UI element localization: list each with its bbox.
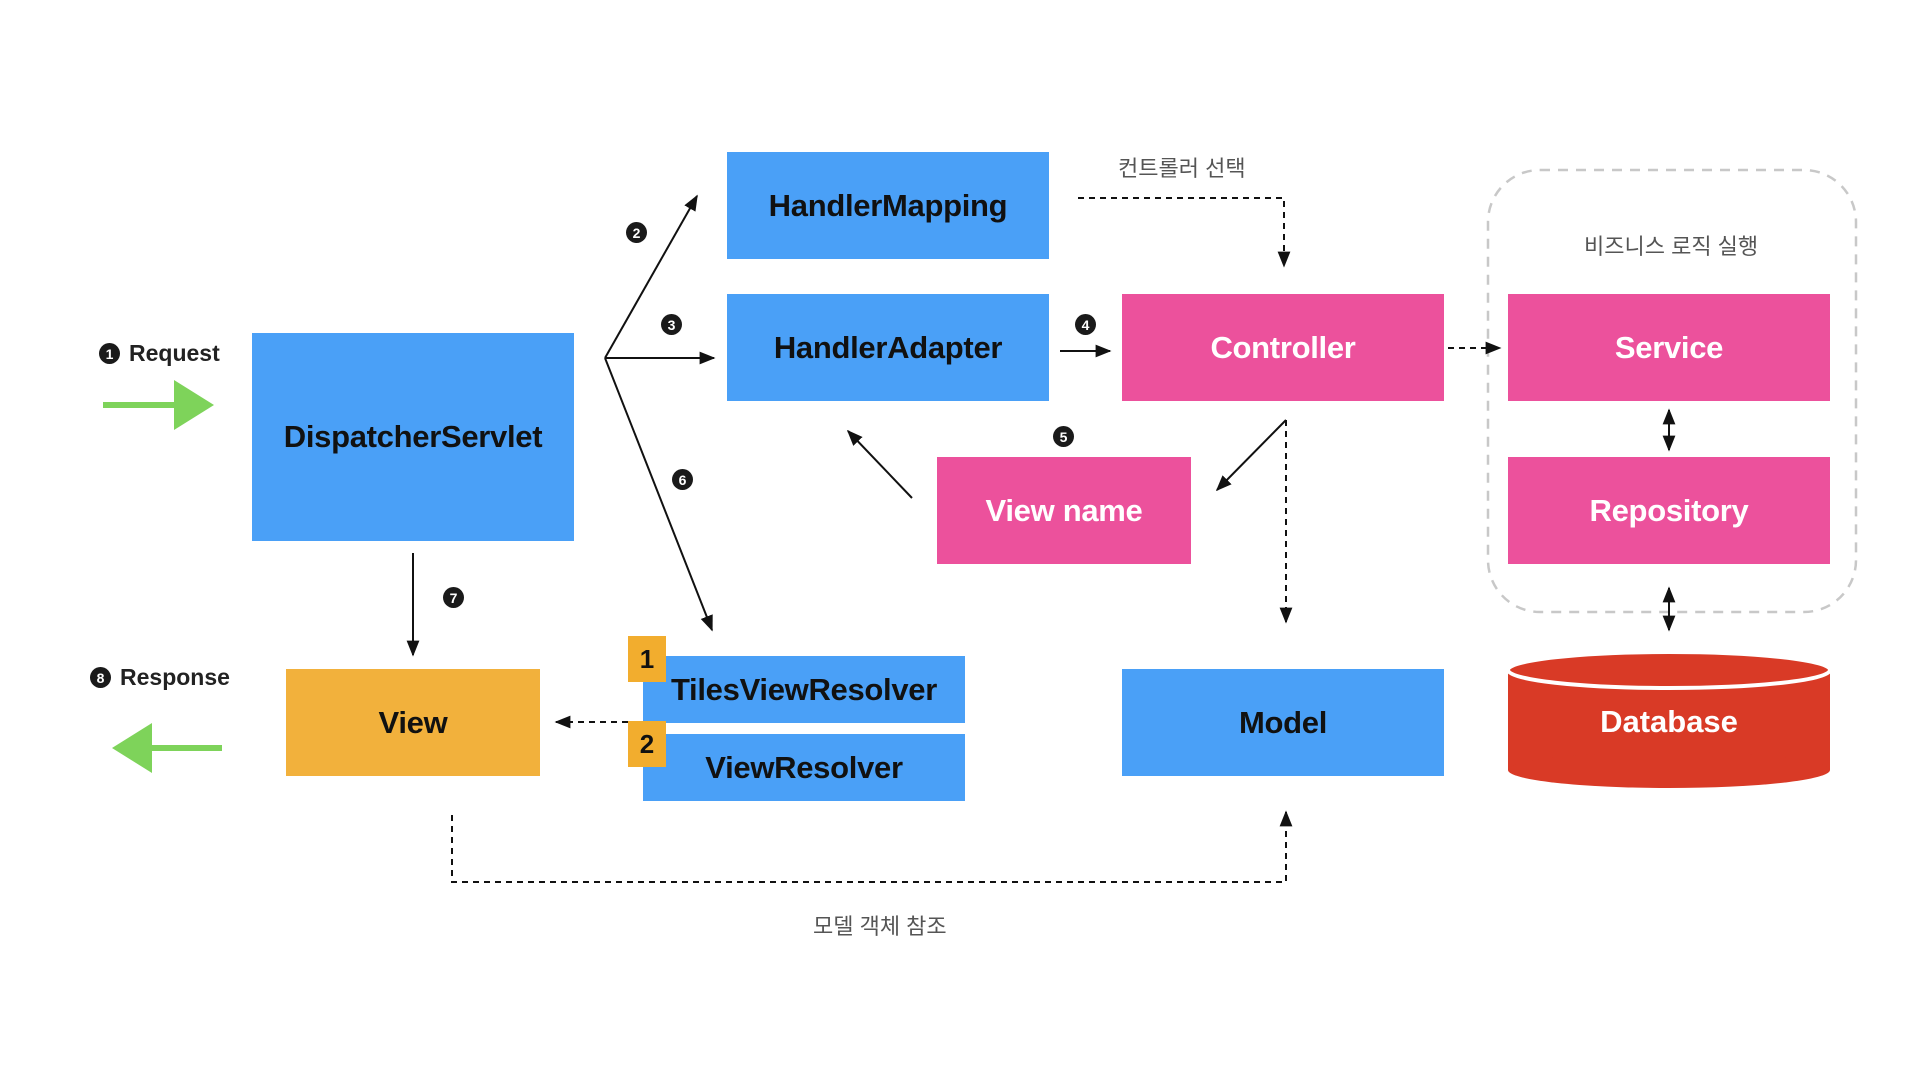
business-logic-group — [1486, 168, 1858, 614]
step-marker-1: 1 — [99, 343, 120, 364]
step-marker-6: 6 — [672, 469, 693, 490]
step-marker-2: 2 — [626, 222, 647, 243]
view-name-box: View name — [937, 457, 1191, 564]
resolver-order-badge-1: 1 — [628, 636, 666, 682]
step-marker-3: 3 — [661, 314, 682, 335]
database-label: Database — [1600, 704, 1738, 739]
controller-box: Controller — [1122, 294, 1444, 401]
dispatcher-servlet-box: DispatcherServlet — [252, 333, 574, 541]
request-arrow — [103, 380, 214, 430]
view-box: View — [286, 669, 540, 776]
response-arrow — [112, 723, 222, 773]
arrow-view-name-to-adapter — [846, 429, 913, 499]
view-resolver-box: ViewResolver — [643, 734, 965, 801]
step-marker-4: 4 — [1075, 314, 1096, 335]
database-cylinder — [1506, 650, 1832, 788]
arrow-controller-to-view-name — [1215, 419, 1287, 492]
model-reference-note: 모델 객체 참조 — [813, 914, 947, 939]
repository-box: Repository — [1508, 457, 1830, 564]
response-label: 8 Response — [90, 664, 230, 691]
handler-adapter-box: HandlerAdapter — [727, 294, 1049, 401]
handler-mapping-box: HandlerMapping — [727, 152, 1049, 259]
request-label: 1 Request — [99, 340, 220, 367]
response-text: Response — [120, 664, 230, 690]
step-marker-5: 5 — [1053, 426, 1074, 447]
model-box: Model — [1122, 669, 1444, 776]
arrow-to-handler-mapping — [604, 194, 698, 359]
resolver-order-badge-2: 2 — [628, 721, 666, 767]
business-logic-note: 비즈니스 로직 실행 — [1584, 234, 1759, 259]
step-marker-8: 8 — [90, 667, 111, 688]
arrow-model-reference — [451, 810, 1293, 883]
tiles-view-resolver-box: TilesViewResolver — [643, 656, 965, 723]
service-box: Service — [1508, 294, 1830, 401]
controller-select-note: 컨트롤러 선택 — [1118, 156, 1246, 181]
arrow-to-view-resolver — [604, 357, 713, 632]
request-text: Request — [129, 340, 220, 366]
arrow-controller-select — [1078, 197, 1291, 268]
step-marker-7: 7 — [443, 587, 464, 608]
